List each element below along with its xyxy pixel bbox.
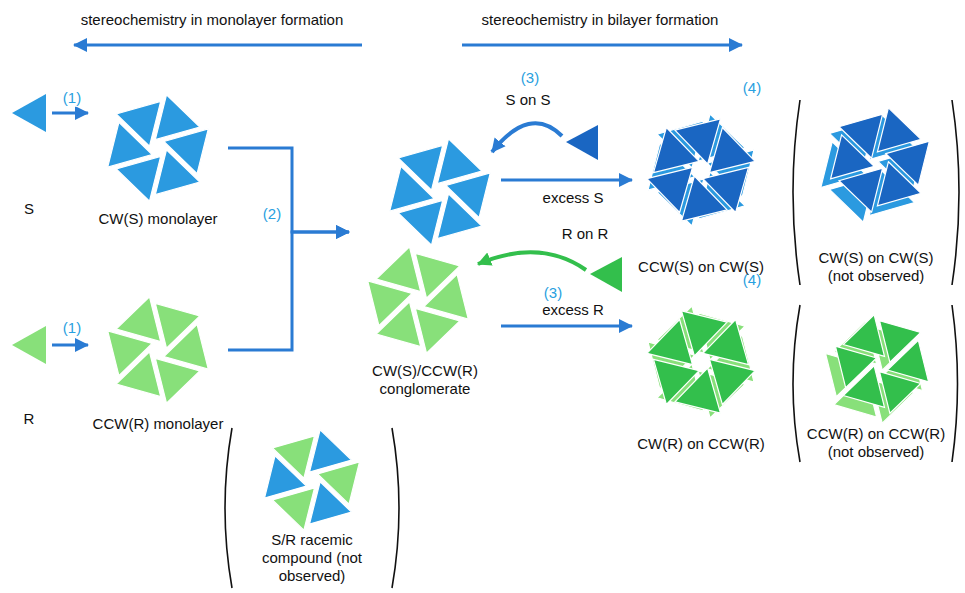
racemic-box: S/R racemic compound (not observed) xyxy=(235,425,389,587)
reaction-arrow xyxy=(228,148,349,232)
node-caption: S xyxy=(24,200,34,218)
reaction-arrow xyxy=(501,325,632,328)
reaction-arrow xyxy=(52,112,88,115)
edge-label: (1) xyxy=(61,320,83,337)
conglomerate-box: CW(S)/CCW(R) conglomerate xyxy=(349,130,501,400)
s-molecule xyxy=(12,94,46,132)
section-heading: stereochemistry in monolayer formation xyxy=(79,12,346,29)
triangle-pinwheel xyxy=(108,297,209,403)
direction-arrow xyxy=(74,44,362,47)
node-caption: CCW(R) on CCW(R) (not observed) xyxy=(806,425,946,461)
bracket xyxy=(952,100,959,285)
triangle-pinwheel xyxy=(390,139,491,245)
curved-arrow xyxy=(492,123,562,152)
bilayer-box: CW(S) on CW(S) (not observed) xyxy=(804,95,948,287)
node-caption: CW(R) on CCW(R) xyxy=(637,435,764,453)
triangle-pinwheel xyxy=(835,315,928,414)
node-caption: CW(S) monolayer xyxy=(98,210,217,228)
bracket xyxy=(793,305,800,462)
r-molecule xyxy=(12,326,46,364)
node-caption: R xyxy=(24,410,35,428)
triangle-pinwheel xyxy=(648,114,754,226)
bilayer-box: CCW(S) on CW(S) xyxy=(632,100,770,278)
bracket xyxy=(952,305,958,462)
reaction-arrow xyxy=(228,232,349,350)
triangle-pinwheel xyxy=(108,95,209,201)
reaction-arrow xyxy=(52,344,88,347)
monolayer-box: CCW(R) monolayer xyxy=(88,290,228,435)
step-note: S on S xyxy=(503,92,552,109)
edge-label: (1) xyxy=(61,90,83,107)
edge-label: (2) xyxy=(261,206,283,223)
node-caption: CW(S) on CW(S) (not observed) xyxy=(806,249,946,285)
triangle-pinwheel xyxy=(647,119,755,221)
molecule-box: R xyxy=(6,322,52,430)
curved-arrow xyxy=(478,252,586,270)
triangle-pinwheel xyxy=(648,306,754,418)
molecule-box: S xyxy=(6,92,52,220)
direction-arrow xyxy=(462,44,742,47)
callout-number: (4) xyxy=(741,80,763,97)
s-molecule xyxy=(566,125,598,160)
callout-number: (4) xyxy=(741,272,763,289)
edge-label: excess S xyxy=(541,190,606,207)
node-caption: CW(S)/CCW(R) conglomerate xyxy=(351,362,499,398)
step-note: R on R xyxy=(560,226,611,243)
monolayer-box: CW(S) monolayer xyxy=(88,88,228,230)
triangle-pinwheel xyxy=(265,430,360,530)
bracket xyxy=(392,428,399,588)
reaction-arrow xyxy=(501,179,632,182)
bracket xyxy=(225,428,232,588)
triangle-pinwheel xyxy=(368,247,469,353)
edge-label: excess R xyxy=(540,302,606,319)
r-molecule xyxy=(590,257,622,292)
triangle-pinwheel xyxy=(831,108,930,212)
callout-number: (3) xyxy=(542,285,564,302)
node-caption: S/R racemic compound (not observed) xyxy=(237,531,387,585)
bilayer-box: CCW(R) on CCW(R) (not observed) xyxy=(804,305,948,463)
node-caption: CCW(R) monolayer xyxy=(93,415,224,433)
bilayer-box: CW(R) on CCW(R) xyxy=(632,290,770,455)
triangle-pinwheel xyxy=(647,311,755,413)
callout-number: (3) xyxy=(519,70,541,87)
bracket xyxy=(793,100,800,285)
section-heading: stereochemistry in bilayer formation xyxy=(480,12,721,29)
